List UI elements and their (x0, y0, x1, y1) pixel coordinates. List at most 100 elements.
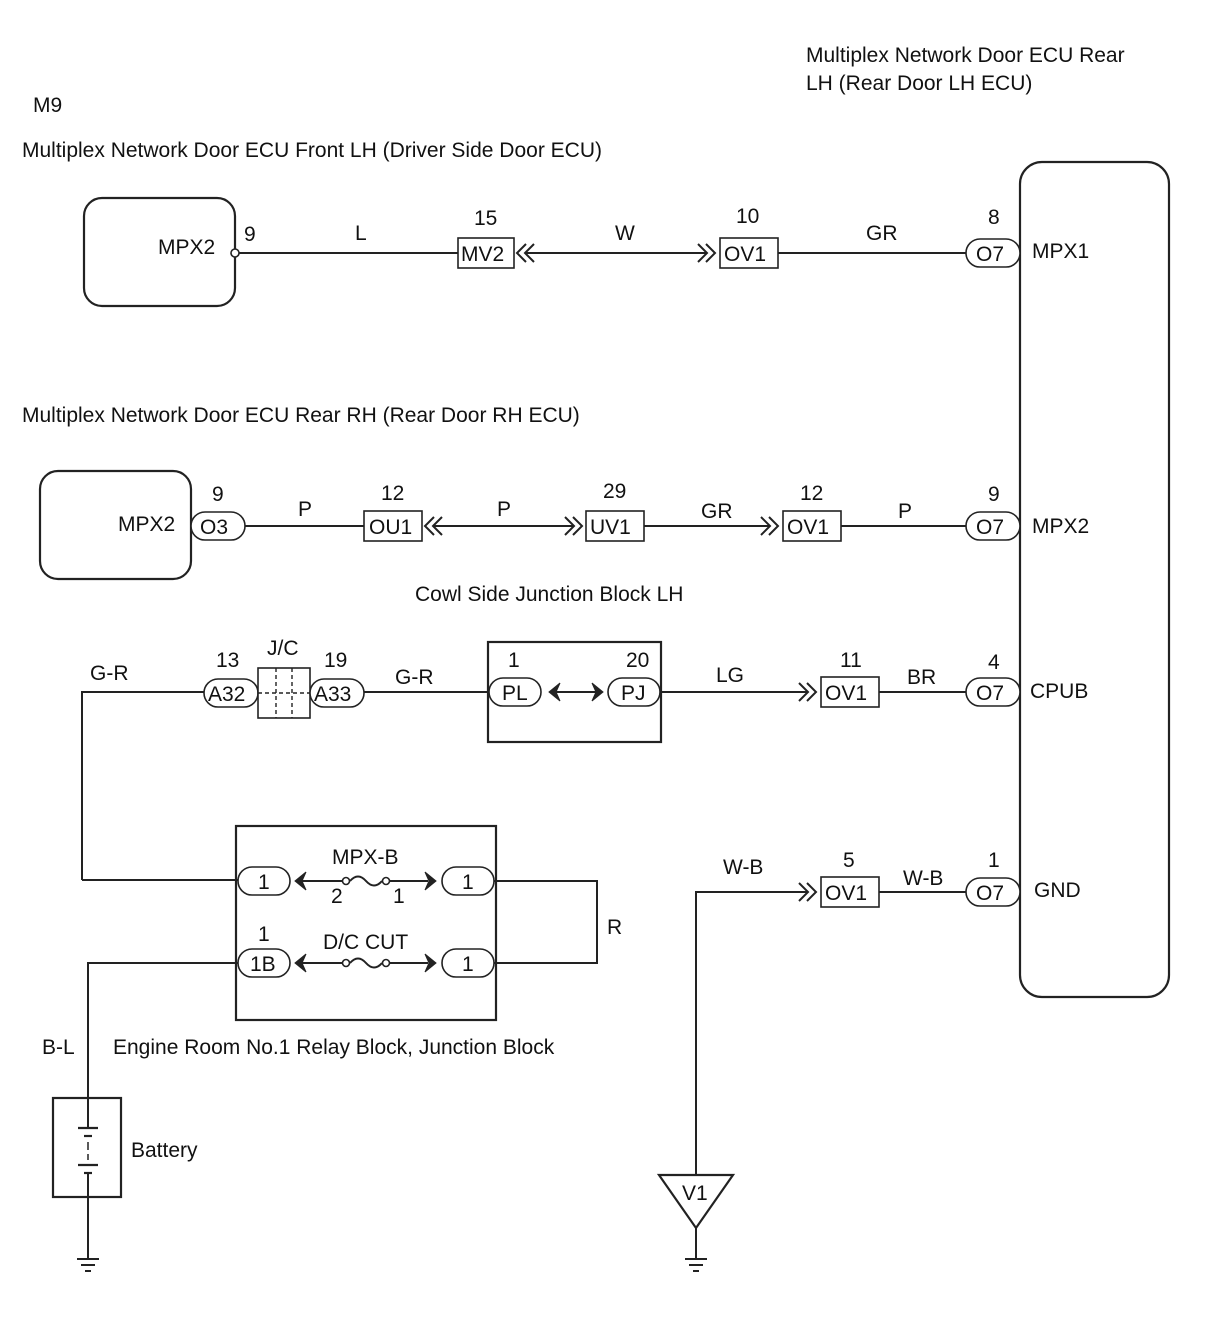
engine-room-block-box (234, 824, 498, 1022)
wire-gr-row2: GR (701, 500, 733, 523)
connector-ov1-gnd-label: OV1 (825, 882, 867, 905)
cowl-jb-title: Cowl Side Junction Block LH (415, 583, 683, 606)
fuse-pin-1: 1 (393, 885, 405, 908)
connector-ov1-row1-label: OV1 (724, 243, 766, 266)
wire-l: L (355, 222, 367, 245)
connector-ov1-row2-label: OV1 (787, 516, 829, 539)
o7-row1-pin-8: 8 (988, 206, 1000, 229)
rear-lh-ecu-title-line2: LH (Rear Door LH ECU) (806, 72, 1032, 95)
connector-a32-label: A32 (208, 683, 245, 706)
o7-gnd-pin-1: 1 (988, 849, 1000, 872)
connector-o7-row1 (965, 238, 1021, 268)
o7-row3-pin-4: 4 (988, 651, 1000, 674)
connector-a33-label: A33 (314, 683, 351, 706)
mv2-pin-15: 15 (474, 207, 497, 230)
front-ecu-terminal (230, 248, 240, 258)
wire-gr-left: G-R (90, 662, 129, 685)
connector-ov1-row3-label: OV1 (825, 682, 867, 705)
wire-gr-row1: GR (866, 222, 898, 245)
uv1-pin-29: 29 (603, 480, 626, 503)
fuse-mpx-b-label: MPX-B (332, 846, 399, 869)
front-ecu-mpx2-label: MPX2 (158, 236, 215, 259)
connector-eb-1c-label: 1 (462, 953, 474, 976)
rear-lh-ecu-box (1018, 160, 1171, 999)
connector-mv2 (457, 237, 515, 269)
connector-o7-row2 (965, 511, 1021, 541)
connector-eb-1a-label: 1 (258, 871, 270, 894)
pin-gnd-label: GND (1034, 879, 1081, 902)
ov1-row3-pin-11: 11 (840, 649, 862, 672)
connector-mv2-label: MV2 (461, 243, 504, 266)
ov1-row2-pin-12: 12 (800, 482, 823, 505)
connector-pl (488, 677, 542, 707)
wire-p-row2-2: P (497, 498, 511, 521)
front-lh-ecu-title: Multiplex Network Door ECU Front LH (Dri… (22, 139, 602, 162)
eb-1b-terminal-icon (424, 871, 437, 891)
pj-terminal-icon (591, 682, 604, 702)
o3-pin-9: 9 (212, 483, 224, 506)
jc-label: J/C (267, 637, 299, 660)
connector-pl-label: PL (502, 682, 528, 705)
pin-cpub-label: CPUB (1030, 680, 1088, 703)
ov1-row3-plug-icon (798, 682, 818, 702)
mpx-b-fuse-icon (349, 875, 383, 887)
wire-wb-2: W-B (903, 867, 943, 890)
connector-eb-1b-left-label: 1B (250, 953, 276, 976)
ov1-gnd-pin-5: 5 (843, 849, 855, 872)
eb-1a-terminal-icon (294, 871, 307, 891)
pin-mpx1-label: MPX1 (1032, 240, 1089, 263)
wire-lg: LG (716, 664, 744, 687)
battery-label: Battery (131, 1139, 198, 1162)
rear-rh-ecu-title: Multiplex Network Door ECU Rear RH (Rear… (22, 404, 580, 427)
m9-label: M9 (33, 94, 62, 117)
wire-p-row2-1: P (298, 498, 312, 521)
connector-uv1-label: UV1 (590, 516, 631, 539)
v1-label: V1 (682, 1182, 708, 1205)
connector-o7-row3-label: O7 (976, 682, 1004, 705)
wire-br: BR (907, 666, 936, 689)
v1-ground-point-icon (656, 1173, 736, 1230)
mv2-plug-icon (515, 243, 535, 263)
ou1-plug-icon (423, 516, 443, 536)
connector-ou1 (363, 510, 423, 542)
connector-eb-1a (237, 866, 291, 896)
connector-ov1-row1 (719, 237, 779, 269)
connector-o7-row2-label: O7 (976, 516, 1004, 539)
battery-ground-icon (77, 1258, 99, 1272)
connector-o7-gnd-label: O7 (976, 882, 1004, 905)
front-ecu-pin-9: 9 (244, 223, 256, 246)
connector-o7-row1-label: O7 (976, 243, 1004, 266)
a32-pin-13: 13 (216, 649, 239, 672)
connector-uv1 (585, 510, 645, 542)
connector-eb-1b-label: 1 (462, 871, 474, 894)
connector-pj-label: PJ (621, 682, 646, 705)
pj-pin-20: 20 (626, 649, 649, 672)
pl-pin-1: 1 (508, 649, 520, 672)
ov1-row2-plug-icon (760, 516, 780, 536)
connector-pj (607, 677, 661, 707)
ov1-row1-pin-10: 10 (736, 205, 759, 228)
ov1-row1-plug-icon (697, 243, 717, 263)
rear-rh-ecu-mpx2-label: MPX2 (118, 513, 175, 536)
eb-1b-left-terminal-icon (294, 953, 307, 973)
ov1-gnd-plug-icon (798, 882, 818, 902)
wire-gr-mid: G-R (395, 666, 434, 689)
fuse-pin-2: 2 (331, 885, 343, 908)
a33-pin-19: 19 (324, 649, 347, 672)
wire-w: W (615, 222, 635, 245)
connector-eb-1c (441, 948, 495, 978)
o7-row2-pin-9: 9 (988, 483, 1000, 506)
engine-room-block-title: Engine Room No.1 Relay Block, Junction B… (113, 1036, 555, 1059)
ou1-pin-12: 12 (381, 482, 404, 505)
connector-o7-row3 (965, 677, 1021, 707)
wire-r: R (607, 916, 622, 939)
rear-lh-ecu-title-line1: Multiplex Network Door ECU Rear (806, 44, 1125, 67)
wire-p-row2-3: P (898, 500, 912, 523)
wire-bl: B-L (42, 1036, 75, 1059)
pin-mpx2-label: MPX2 (1032, 515, 1089, 538)
fuse-dc-cut-label: D/C CUT (323, 931, 408, 954)
connector-ov1-row2 (782, 510, 842, 542)
dc-cut-fuse-icon (349, 957, 383, 969)
connector-o3-label: O3 (200, 516, 228, 539)
